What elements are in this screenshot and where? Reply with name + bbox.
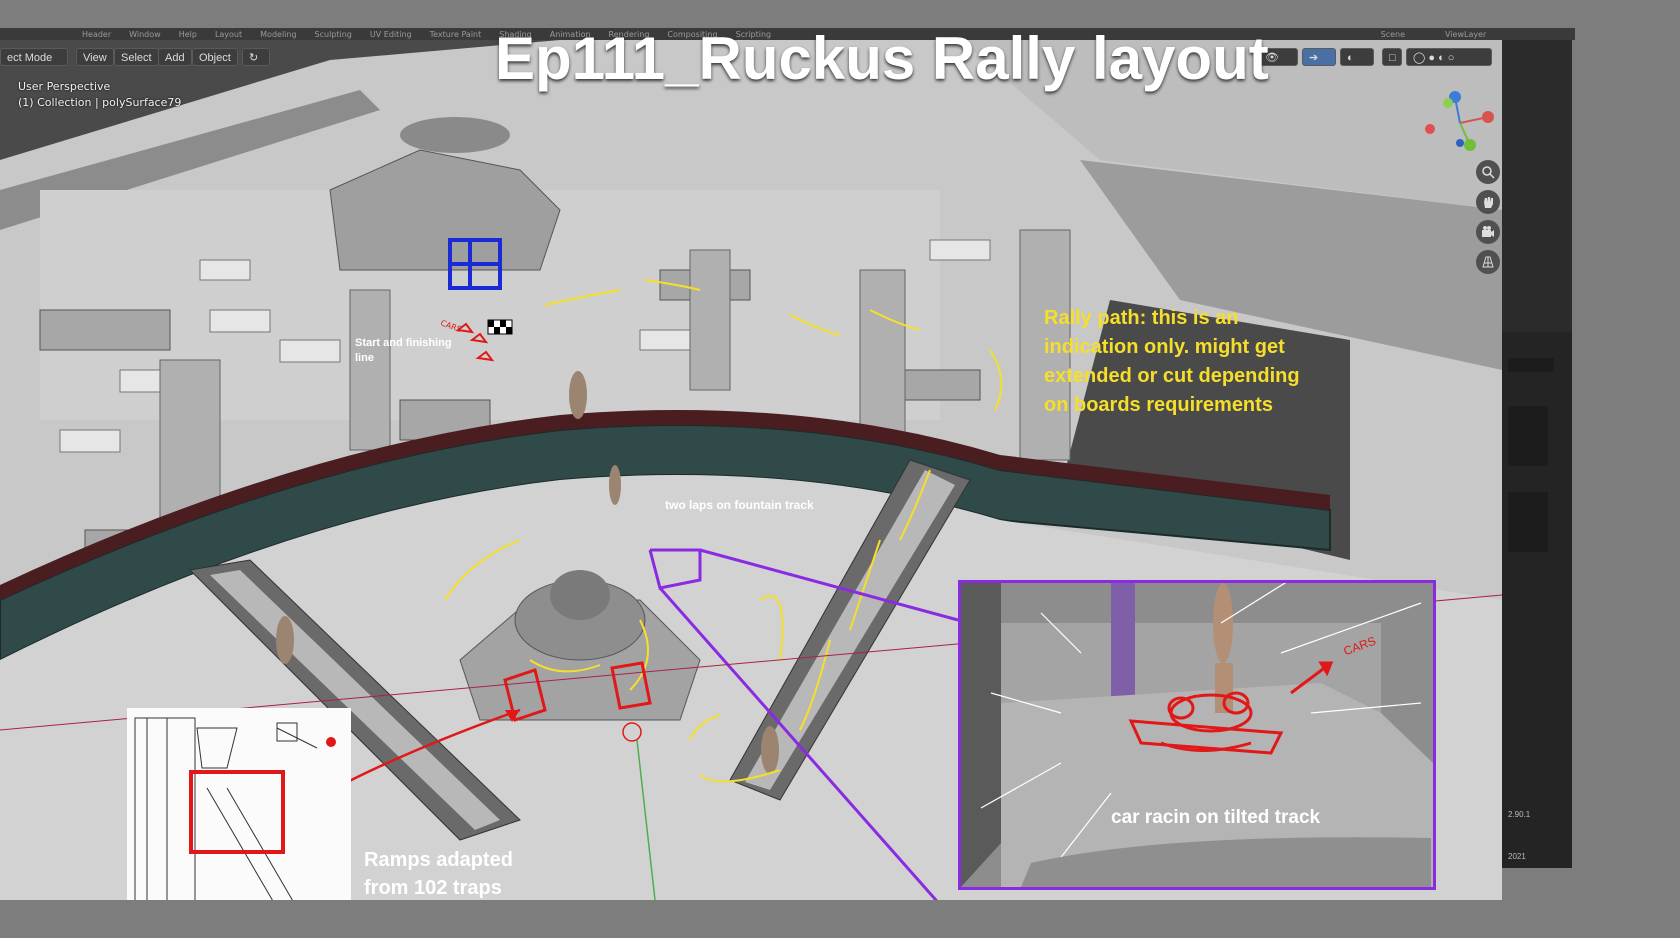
ramps-annotation: Ramps adapted from 102 traps xyxy=(364,849,513,899)
two-laps-annotation: two laps on fountain track xyxy=(665,498,814,512)
view-layer-selector[interactable]: ViewLayer xyxy=(1445,29,1487,39)
tab-texture-paint[interactable]: Texture Paint xyxy=(429,29,482,39)
tab-rendering[interactable]: Rendering xyxy=(608,29,650,39)
version-label: 2.90.1 xyxy=(1508,810,1531,819)
ramp-sketches xyxy=(503,661,652,722)
tilted-track-image xyxy=(961,583,1433,887)
hand-pan-icon[interactable] xyxy=(1476,190,1500,214)
grid-perspective-icon[interactable] xyxy=(1476,250,1500,274)
select-menu[interactable]: Select xyxy=(114,48,159,66)
gizmo-axis-icon[interactable] xyxy=(1420,85,1500,155)
tab-scripting[interactable]: Scripting xyxy=(735,29,772,39)
start-box-sketch xyxy=(448,238,502,290)
transform-orientation-icon[interactable]: ↻ xyxy=(242,48,270,66)
tab-layout[interactable]: Layout xyxy=(214,29,243,39)
tab-sculpting[interactable]: Sculpting xyxy=(314,29,352,39)
tilted-track-annotation: car racin on tilted track xyxy=(1111,807,1321,828)
menu-item-window[interactable]: Window xyxy=(129,29,161,39)
start-finish-annotation: Start and finishing line xyxy=(355,337,452,364)
tab-shading[interactable]: Shading xyxy=(499,29,532,39)
tab-modeling[interactable]: Modeling xyxy=(260,29,297,39)
tab-uv-editing[interactable]: UV Editing xyxy=(369,29,412,39)
overlay-icon[interactable]: ◐ xyxy=(1340,48,1374,66)
viewport-collection-label: (1) Collection | polySurface79 xyxy=(18,96,182,109)
camera-icon[interactable] xyxy=(1476,220,1500,244)
checkered-flag-icon xyxy=(487,319,513,335)
outliner-panel[interactable]: 2.90.1 2021 xyxy=(1502,40,1572,868)
tab-animation[interactable]: Animation xyxy=(549,29,591,39)
menu-item-help[interactable]: Help xyxy=(178,29,197,39)
rally-path-note: Rally path: this is an indication only. … xyxy=(1044,307,1300,416)
top-strip xyxy=(0,0,1680,28)
shading-mode-icon[interactable]: ◯ ● ◐ ○ xyxy=(1406,48,1492,66)
viewport-perspective-label: User Perspective xyxy=(18,80,111,93)
ramp-sketch-image xyxy=(127,708,351,918)
ramp-reference-inset xyxy=(127,708,351,918)
tilted-track-inset: car racin on tilted track CARS xyxy=(958,580,1436,890)
page-title: Ep111_Ruckus Rally layout xyxy=(495,25,1269,92)
blender-menubar: Header Window Help Layout Modeling Sculp… xyxy=(0,28,1575,40)
menu-item-header[interactable]: Header xyxy=(82,29,112,39)
gizmo-toggle-icon[interactable]: ➔ xyxy=(1302,48,1336,66)
zoom-icon[interactable] xyxy=(1476,160,1500,184)
add-menu[interactable]: Add xyxy=(158,48,192,66)
scene-selector[interactable]: Scene xyxy=(1380,29,1405,39)
xray-icon[interactable]: □ xyxy=(1382,48,1402,66)
object-menu[interactable]: Object xyxy=(192,48,238,66)
view-menu[interactable]: View xyxy=(76,48,114,66)
year-label: 2021 xyxy=(1508,852,1526,861)
mode-selector[interactable]: ect Mode xyxy=(0,48,68,66)
visibility-icon[interactable]: 👁 xyxy=(1258,48,1298,66)
bottom-strip xyxy=(0,900,1680,938)
tab-compositing[interactable]: Compositing xyxy=(667,29,718,39)
